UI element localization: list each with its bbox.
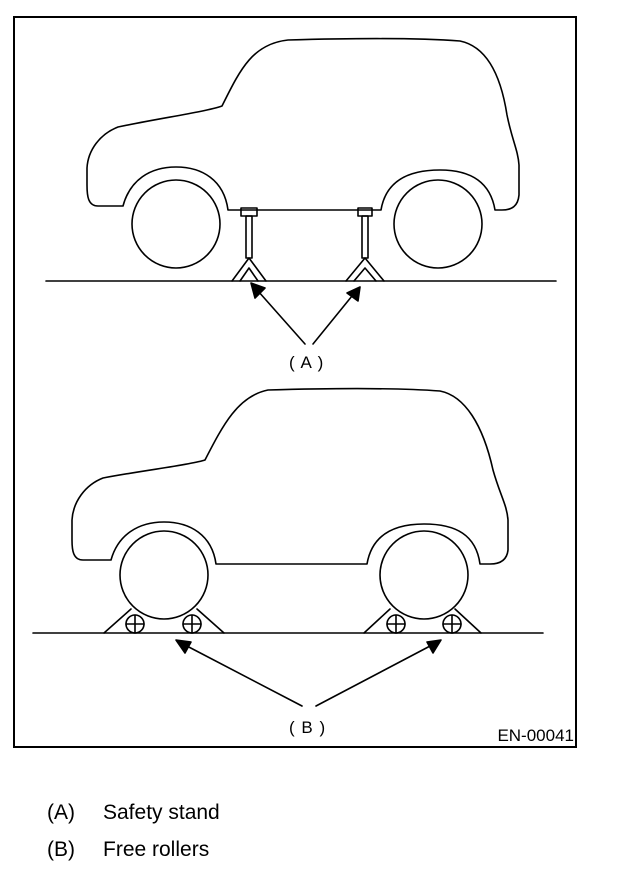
legend-text: Safety stand <box>103 801 220 824</box>
vehicle-body-bottom <box>71 387 509 565</box>
free-roller-front <box>103 608 225 634</box>
figure-id: EN-00041 <box>497 726 574 745</box>
safety-stand-rear <box>345 207 385 282</box>
vehicle-on-safety-stands <box>45 37 557 345</box>
callout-label-b: ( B ) <box>289 718 327 737</box>
figure-frame <box>13 16 577 748</box>
legend-key: (A) <box>47 801 75 824</box>
front-wheel-bottom <box>119 530 209 620</box>
vehicle-body-top <box>86 37 520 211</box>
legend-key: (B) <box>47 838 75 861</box>
legend-row-b: (B) Free rollers <box>47 831 220 868</box>
front-wheel-top <box>131 179 221 269</box>
legend-row-a: (A) Safety stand <box>47 794 220 831</box>
safety-stand-front <box>231 207 267 282</box>
legend-text: Free rollers <box>103 838 210 861</box>
rear-wheel-top <box>393 179 483 269</box>
legend: (A) Safety stand (B) Free rollers <box>47 794 220 868</box>
vehicle-on-free-rollers <box>32 387 544 707</box>
callout-label-a: ( A ) <box>289 353 325 372</box>
callout-arrows-b <box>175 639 442 707</box>
rear-wheel-bottom <box>379 530 469 620</box>
free-roller-rear <box>363 608 482 634</box>
callout-arrows-a <box>250 282 361 345</box>
